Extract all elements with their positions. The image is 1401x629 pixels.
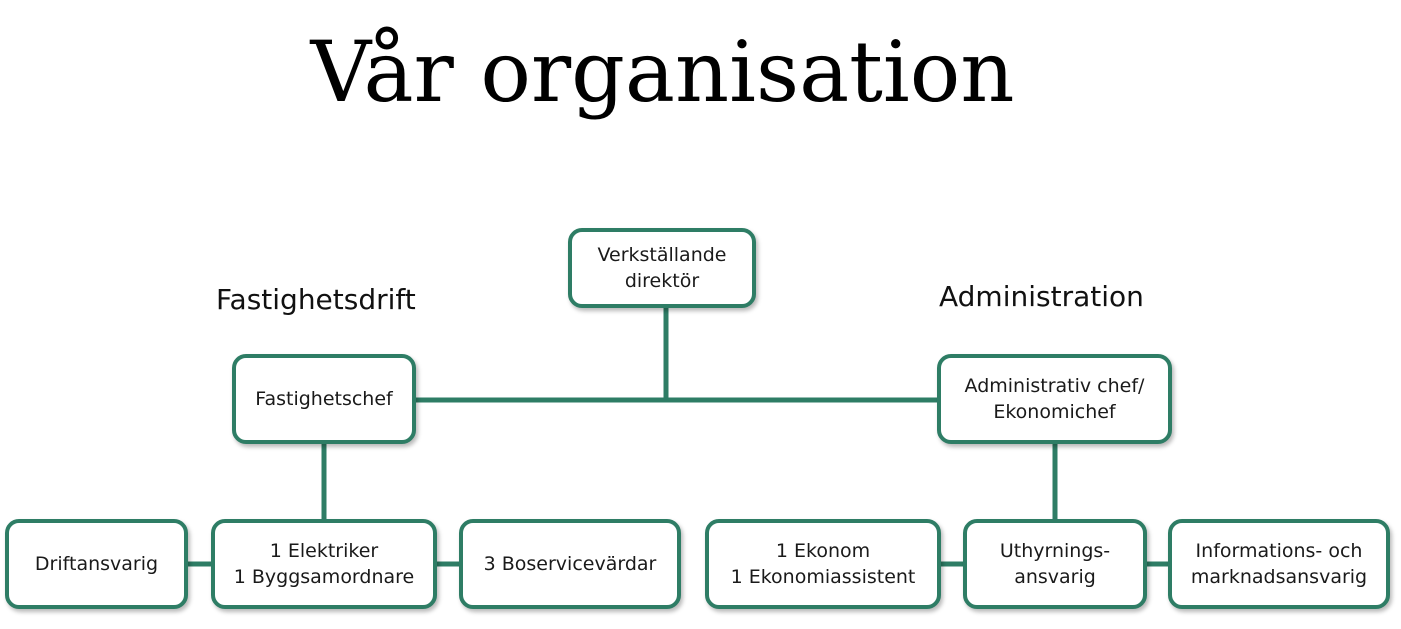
- box-ekonom: 1 Ekonom 1 Ekonomiassistent: [705, 519, 941, 609]
- section-label-fastighetsdrift: Fastighetsdrift: [216, 283, 416, 316]
- box-fastighetschef: Fastighetschef: [232, 354, 416, 444]
- box-administrativ-chef: Administrativ chef/ Ekonomichef: [937, 354, 1172, 444]
- page-title: Vår organisation: [310, 23, 1015, 121]
- box-boservicevardar: 3 Boservicevärdar: [459, 519, 681, 609]
- box-uthyrningsansvarig: Uthyrnings- ansvarig: [963, 519, 1147, 609]
- section-label-administration: Administration: [939, 280, 1144, 313]
- box-informations-marknadsansvarig: Informations- och marknadsansvarig: [1168, 519, 1390, 609]
- box-driftansvarig: Driftansvarig: [5, 519, 188, 609]
- box-verkstallande-direktor: Verkställande direktör: [568, 228, 756, 308]
- box-elektriker-byggsamordnare: 1 Elektriker 1 Byggsamordnare: [211, 519, 437, 609]
